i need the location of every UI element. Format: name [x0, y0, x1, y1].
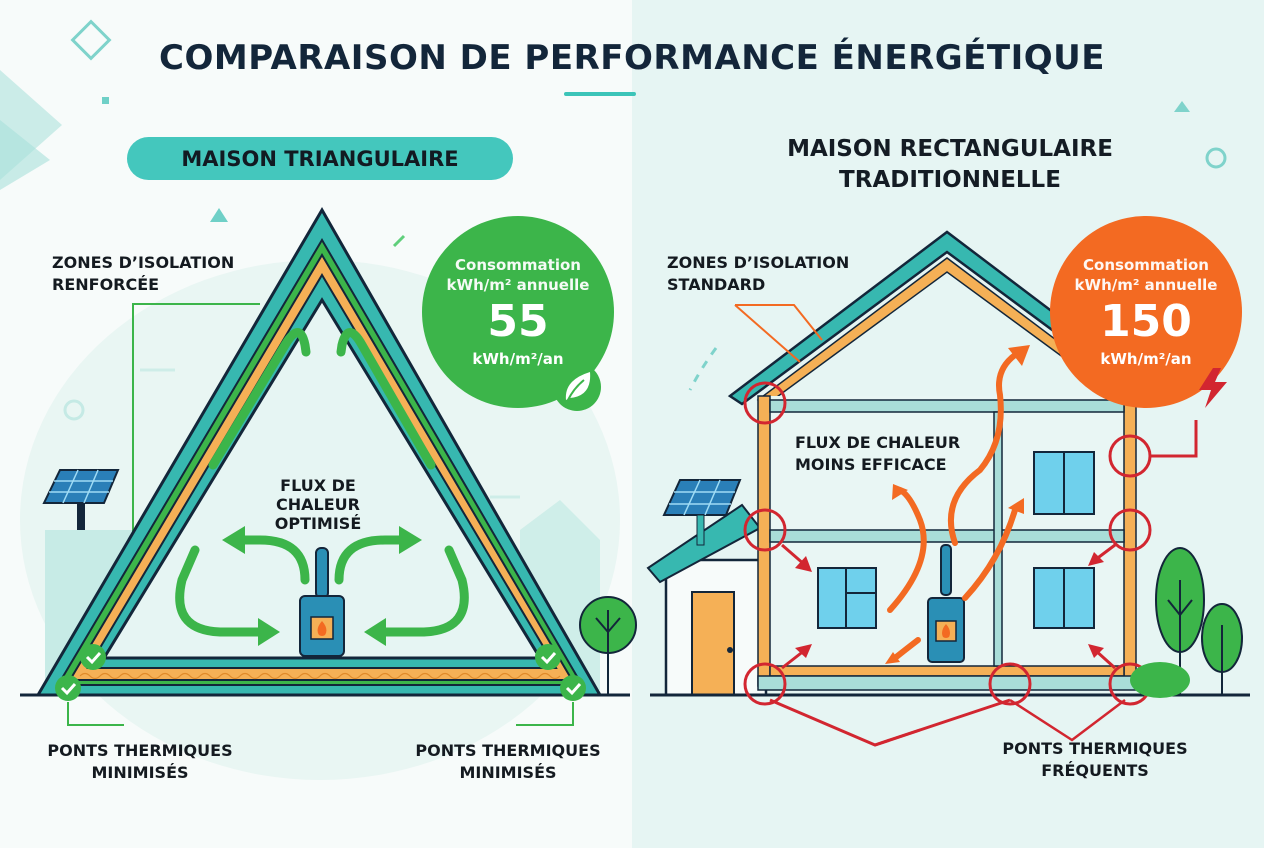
left-heading: MAISON TRIANGULAIRE — [181, 146, 459, 171]
consumption-value: 150 — [1100, 296, 1192, 347]
check-icons — [55, 644, 586, 701]
stove-icon — [299, 547, 345, 657]
right-thermal-bridges-label: PONTS THERMIQUES FRÉQUENTS — [1002, 739, 1188, 780]
stove-icon — [927, 544, 965, 663]
consumption-value: 55 — [487, 296, 549, 347]
lightning-icon — [1199, 368, 1227, 408]
solar-panel-icon — [662, 479, 742, 546]
left-heading-pill: MAISON TRIANGULAIRE — [127, 137, 513, 180]
right-thermal-bridges-label-triangle: PONTS THERMIQUES MINIMISÉS — [415, 741, 601, 782]
tree-icon — [1130, 547, 1243, 698]
heat-flow-arrows — [175, 328, 469, 637]
right-heading: MAISON RECTANGULAIRE TRADITIONNELLE — [787, 136, 1113, 193]
solar-panel-icon — [42, 469, 120, 530]
tree-icon — [579, 596, 637, 695]
page-title: COMPARAISON DE PERFORMANCE ÉNERGÉTIQUE — [159, 38, 1105, 78]
right-insulation-label: ZONES D’ISOLATION STANDARD — [667, 253, 850, 294]
window-icons — [817, 451, 1095, 629]
leaf-icon — [553, 363, 601, 411]
heat-flow-arrows — [887, 352, 1018, 661]
right-heat-flow-label: FLUX DE CHALEUR MOINS EFFICACE — [795, 433, 961, 474]
diamond-icon — [70, 19, 112, 61]
title-underline — [564, 92, 636, 96]
left-heat-flow-label: FLUX DE CHALEUR OPTIMISÉ — [274, 476, 362, 533]
left-thermal-bridges-label: PONTS THERMIQUES MINIMISÉS — [47, 741, 233, 782]
left-insulation-label: ZONES D’ISOLATION RENFORCÉE — [52, 253, 235, 294]
